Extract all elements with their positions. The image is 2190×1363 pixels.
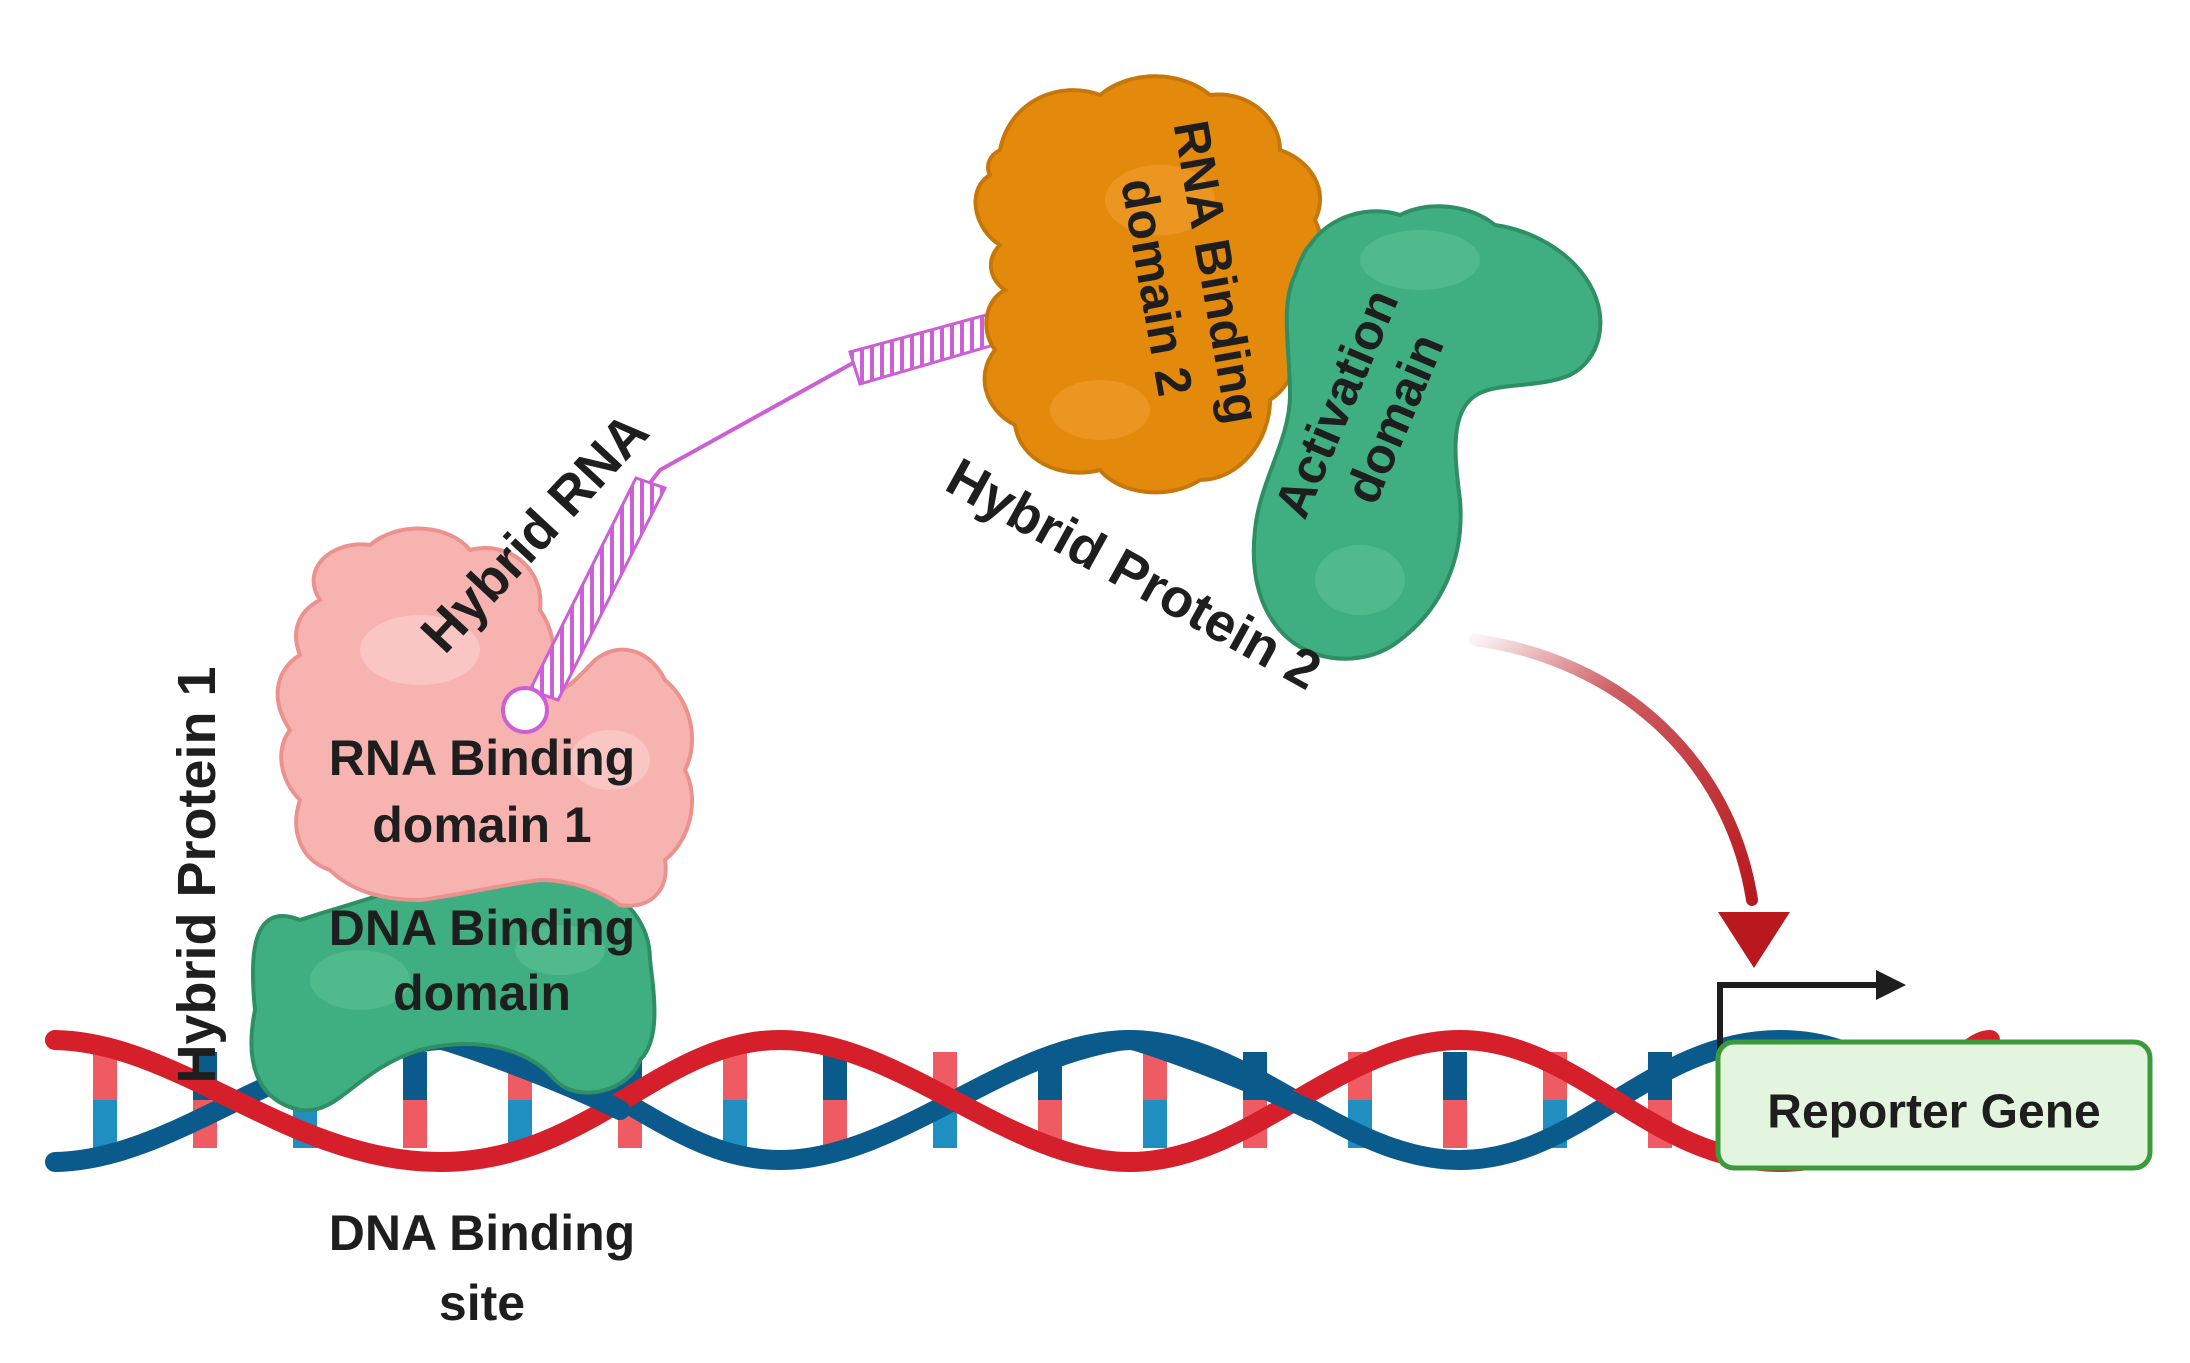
base-pair-top	[1443, 1052, 1467, 1100]
base-pair-top	[723, 1052, 747, 1100]
hybrid-protein-1-label: Hybrid Protein 1	[167, 666, 227, 1083]
dna-binding-site-label-line2: site	[439, 1275, 525, 1331]
base-pair-bottom	[723, 1100, 747, 1148]
rna-binding-domain-1-label-line2: domain 1	[372, 797, 591, 853]
activation-domain	[1251, 204, 1603, 661]
activation-arrow-head	[1718, 912, 1790, 968]
base-pair-bottom	[403, 1100, 427, 1148]
reporter-gene-label: Reporter Gene	[1767, 1086, 2100, 1139]
transcription-arrow-head	[1876, 970, 1906, 1000]
rna-binding-domain-1-label-line1: RNA Binding	[329, 730, 635, 786]
transcription-start-arrow	[1717, 970, 1906, 1070]
reporter-gene-box: Reporter Gene	[1715, 1039, 2153, 1171]
base-pair-bottom	[1443, 1100, 1467, 1148]
base-pair-bottom	[1143, 1100, 1167, 1148]
rna-binding-domain-2	[973, 74, 1324, 495]
rna-stem-loop-1	[527, 476, 668, 702]
base-pair-bottom	[93, 1100, 117, 1148]
rna-linker	[648, 356, 863, 485]
dna-binding-site-label-line1: DNA Binding	[329, 1205, 635, 1261]
rna-binding-domain-1	[275, 526, 694, 908]
dna-binding-domain-label-line1: DNA Binding	[329, 900, 635, 956]
rna-loop-1	[501, 686, 549, 734]
base-pair-top	[403, 1052, 427, 1100]
base-pair-top	[93, 1052, 117, 1100]
dna-strand-blue-front-2	[1040, 1029, 1320, 1120]
dna-binding-domain	[249, 854, 657, 1113]
activation-arrow	[1469, 634, 1790, 968]
dna-binding-domain-label-line2: domain	[393, 965, 571, 1021]
